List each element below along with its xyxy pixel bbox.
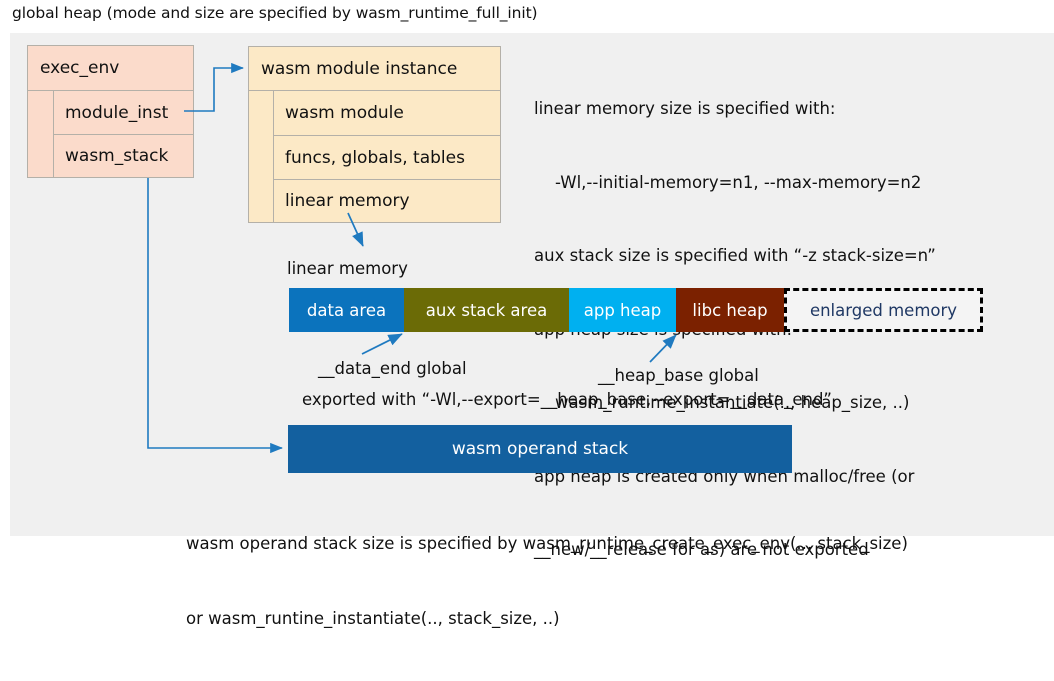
memory-segment-app-heap: app heap (569, 288, 676, 332)
wasm-module-instance-box: wasm module instance wasm module funcs, … (248, 46, 501, 223)
memory-segment-libc-heap: libc heap (676, 288, 784, 332)
exec-env-gutter (28, 91, 54, 177)
exec-env-header: exec_env (28, 46, 193, 91)
operand-stack-note: wasm operand stack size is specified by … (186, 481, 908, 681)
module-instance-field-linear-memory: linear memory (274, 179, 500, 222)
page-title: global heap (mode and size are specified… (12, 4, 538, 22)
note-line-5: wasm_runtime_instantiate(.., heap_size, … (534, 393, 910, 412)
module-instance-field-funcs-globals-tables: funcs, globals, tables (274, 135, 500, 179)
wasm-operand-stack-box: wasm operand stack (288, 425, 792, 473)
memory-segment-data-area: data area (289, 288, 404, 332)
module-instance-header: wasm module instance (249, 47, 500, 91)
note-line-1: linear memory size is specified with: (534, 99, 836, 118)
exec-env-fields: module_inst wasm_stack (54, 91, 193, 177)
diagram-canvas: global heap (mode and size are specified… (10, 4, 1054, 628)
module-instance-fields: wasm module funcs, globals, tables linea… (274, 91, 500, 222)
operand-stack-note-line-2: or wasm_runtine_instantiate(.., stack_si… (186, 609, 560, 628)
module-instance-field-wasm-module: wasm module (285, 103, 404, 123)
operand-stack-note-line-1: wasm operand stack size is specified by … (186, 534, 908, 553)
module-instance-gutter (249, 91, 274, 222)
annotation-exported-with: exported with “-Wl,--export=__heap_base,… (302, 390, 832, 409)
note-line-2: -Wl,--initial-memory=n1, --max-memory=n2 (534, 172, 922, 192)
exec-env-field-wasm-stack: wasm_stack (54, 134, 193, 177)
exec-env-box: exec_env module_inst wasm_stack (27, 45, 194, 178)
note-line-3: aux stack size is specified with “-z sta… (534, 246, 936, 265)
memory-segment-aux-stack-area: aux stack area (404, 288, 569, 332)
linear-memory-bar: data area aux stack area app heap libc h… (289, 288, 983, 332)
annotation-heap-base: __heap_base global (598, 366, 759, 385)
exec-env-field-module-inst: module_inst (65, 102, 169, 123)
linear-memory-label: linear memory (287, 259, 408, 278)
memory-segment-enlarged-memory: enlarged memory (784, 288, 983, 332)
annotation-data-end: __data_end global (318, 359, 467, 378)
